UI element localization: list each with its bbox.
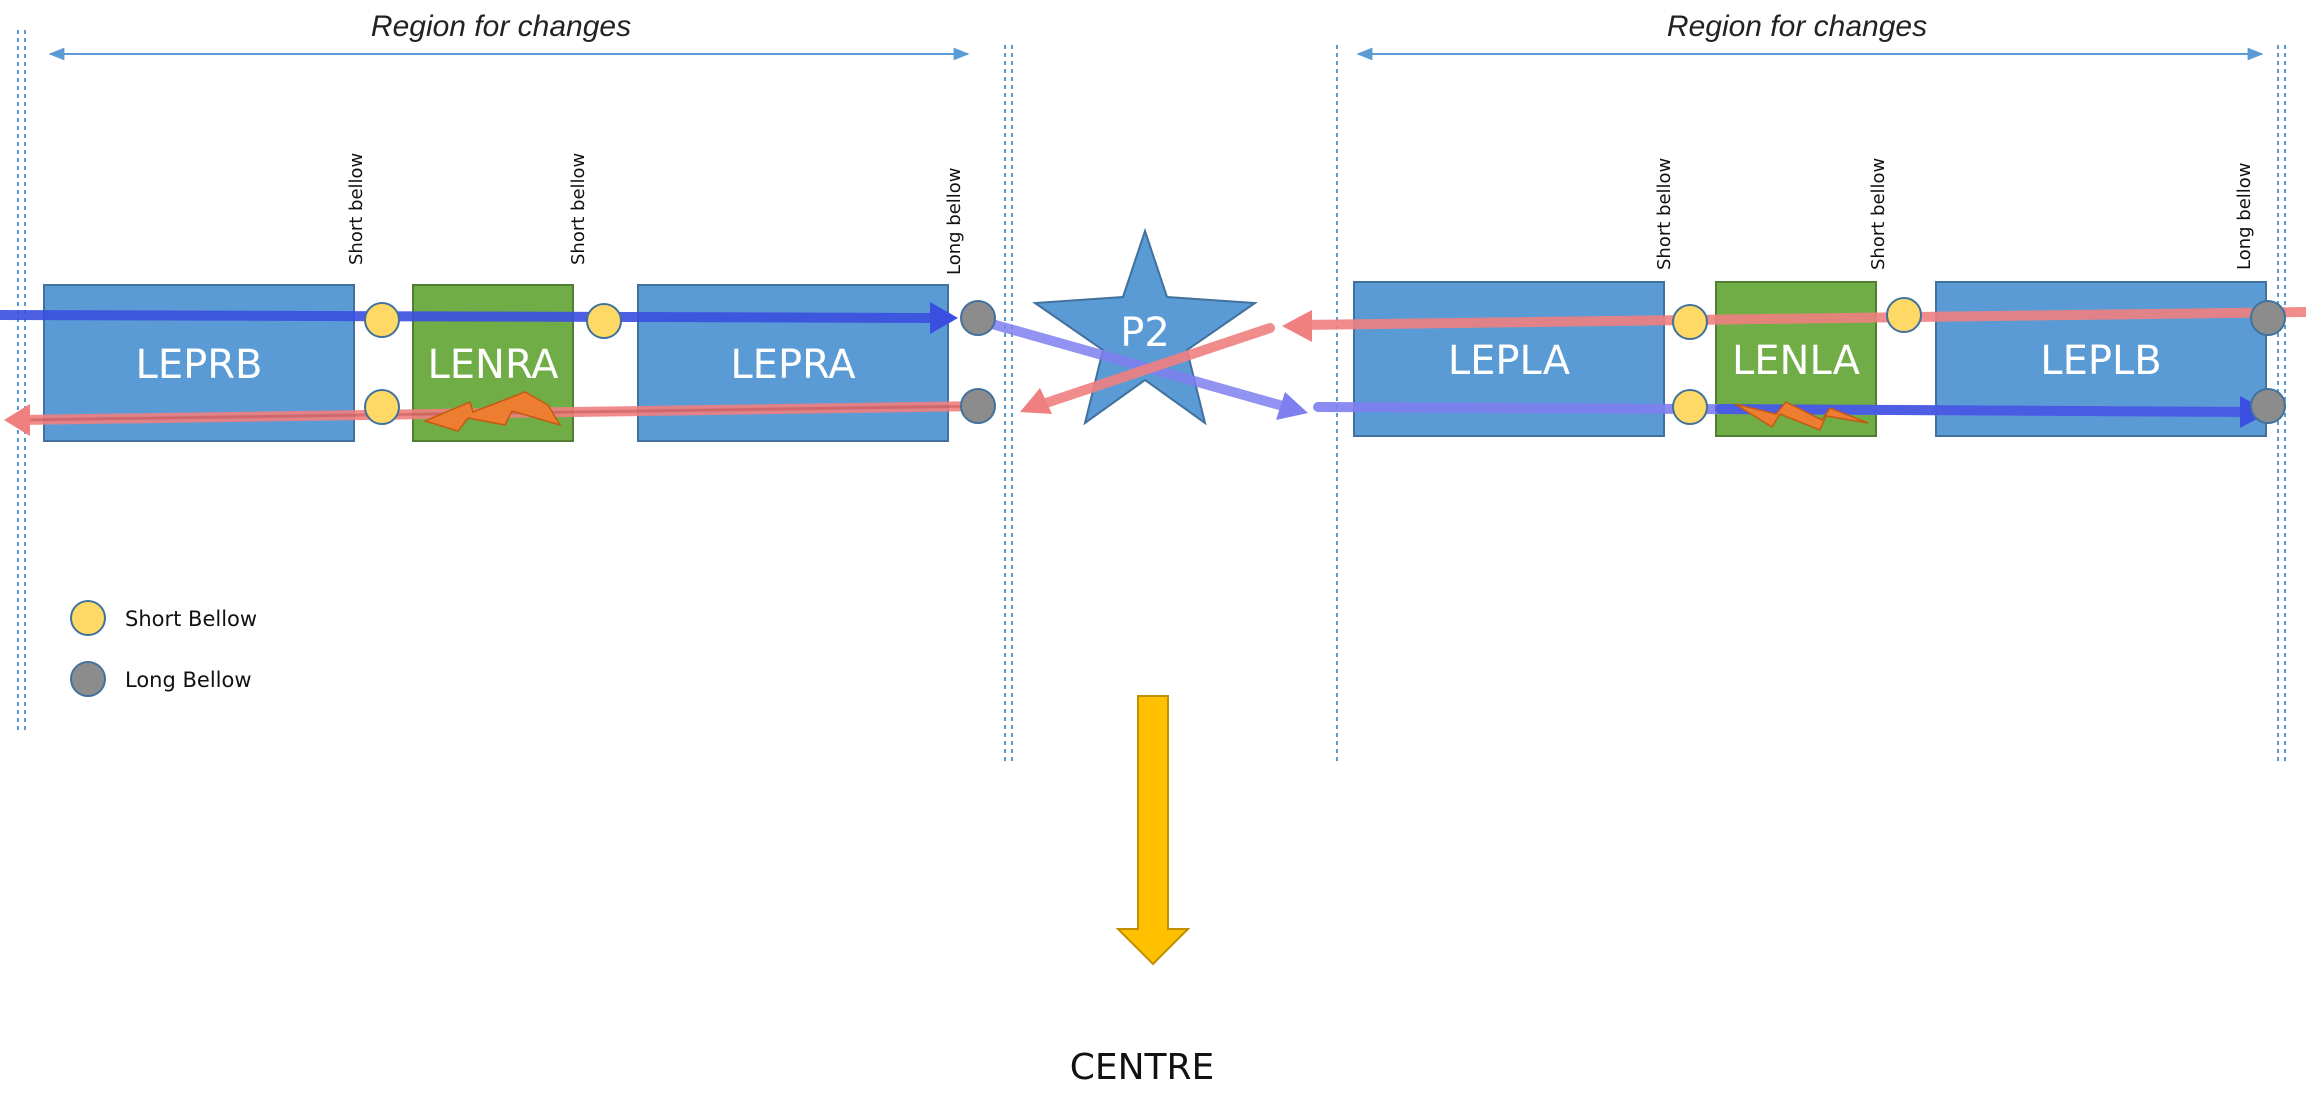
- legend-long-label: Long Bellow: [125, 668, 252, 692]
- component-boxes: LEPRB LENRA LEPRA LEPLA LENLA LEPLB: [43, 281, 2267, 442]
- box-leplb-label: LEPLB: [2040, 338, 2161, 384]
- legend-short-bellow-icon: [70, 600, 106, 636]
- lightning-icon: [1734, 401, 1869, 431]
- box-lepla-label: LEPLA: [1448, 338, 1571, 384]
- beam-red-crossing: [1035, 323, 1275, 410]
- box-lepra-label: LEPRA: [730, 342, 856, 388]
- legend-short-label: Short Bellow: [125, 607, 257, 631]
- short-bellow-label: Short bellow: [1868, 158, 1889, 270]
- box-lenla-label: LENLA: [1732, 338, 1861, 384]
- short-bellow-icon: [586, 303, 622, 339]
- legend-long-bellow-icon: [70, 661, 106, 697]
- beam-arrow-head-icon: [930, 302, 958, 334]
- short-bellow-icon: [364, 389, 400, 425]
- bellows: [364, 297, 2286, 425]
- region-title-left: Region for changes: [371, 10, 631, 43]
- beam-blue-right-inner: [1715, 404, 2261, 417]
- short-bellow-label: Short bellow: [568, 153, 589, 265]
- p2-label: P2: [1120, 310, 1170, 356]
- legend: Short Bellow Long Bellow: [70, 600, 257, 697]
- beam-arrow-head-icon: [4, 404, 30, 436]
- long-bellow-icon: [960, 300, 996, 336]
- long-bellow-label: Long bellow: [2234, 162, 2255, 270]
- short-bellow-icon: [364, 302, 400, 338]
- short-bellow-label: Short bellow: [1654, 158, 1675, 270]
- bellow-labels: Short bellow Short bellow Long bellow Sh…: [346, 153, 2255, 275]
- long-bellow-icon: [2250, 300, 2286, 336]
- box-leprb-label: LEPRB: [136, 342, 263, 388]
- short-bellow-icon: [1672, 304, 1708, 340]
- centre-label: CENTRE: [1070, 1047, 1215, 1088]
- long-bellow-icon: [2250, 388, 2286, 424]
- beam-red-right: [1295, 307, 2306, 330]
- lightning-icon: [422, 391, 562, 432]
- beam-arrow-head-icon: [1282, 310, 1312, 342]
- beam-blue-crossing: [980, 317, 1295, 413]
- centre-arrow-icon: [1115, 695, 1191, 966]
- beam-arrow-head-icon: [1276, 392, 1308, 420]
- beam-blue-left: [0, 310, 953, 323]
- long-bellow-label: Long bellow: [944, 167, 965, 275]
- long-bellow-icon: [960, 388, 996, 424]
- box-lenra-label: LENRA: [427, 342, 559, 388]
- p2-star-icon: [1032, 227, 1258, 426]
- region-title-right: Region for changes: [1667, 10, 1927, 43]
- short-bellow-icon: [1886, 297, 1922, 333]
- beam-arrow-head-icon: [1020, 388, 1052, 414]
- short-bellow-label: Short bellow: [346, 153, 367, 265]
- short-bellow-icon: [1672, 389, 1708, 425]
